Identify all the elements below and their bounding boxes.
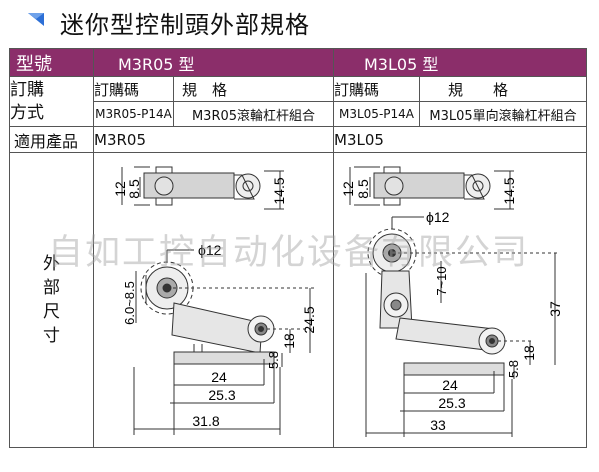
dimension-char-4: 寸 [43,326,60,346]
right-dimension-drawing: 12 8.5 14.5 ϕ12 7~10 37 18 5.8 24 25.3 3… [340,166,563,437]
order-method-line1: 訂購 [10,79,45,100]
dim-25-3: 25.3 [208,387,235,403]
left-order-code-header: 訂購碼 [93,76,174,102]
left-spec-value: M3R05滾輪杠杆組合 [173,101,334,127]
dim-37: 37 [547,301,563,317]
dimension-char-1: 外 [43,254,60,274]
left-order-code: M3R05-P14A [93,101,174,127]
right-order-code: M3L05-P14A [333,101,420,127]
dim-5-8: 5.8 [506,360,521,378]
right-order-code-header: 訂購碼 [333,76,420,102]
left-applicable: M3R05 [93,126,334,153]
order-method-line2: 方式 [10,102,45,123]
dimension-char-3: 尺 [43,302,60,322]
order-method-label: 訂購 方式 [9,76,94,127]
table-header-row: 型號 M3R05 型 M3L05 型 [9,48,588,77]
dim-18: 18 [281,333,297,349]
dim-24: 24 [442,377,458,393]
dim-8-5: 8.5 [126,179,142,199]
page-title: 迷你型控制頭外部規格 [60,11,310,39]
dim-25-3: 25.3 [438,395,465,411]
dim-5-8: 5.8 [266,351,281,369]
right-model-header: M3L05 型 [332,48,588,77]
dim-phi12: ϕ12 [426,209,450,225]
right-spec-value: M3L05單向滾輪杠杆組合 [418,101,588,127]
order-value-row: M3R05-P14A M3R05滾輪杠杆組合 M3L05-P14A M3L05單… [10,101,588,127]
applicable-row: 適用產品 M3R05 M3L05 [9,126,588,153]
page-header: 迷你型控制頭外部規格 [0,0,599,44]
dimension-label: 外 部 尺 寸 [9,152,94,448]
dim-8-5: 8.5 [355,179,371,199]
order-header-row: 訂購 方式 訂購碼 規 格 訂購碼 規 格 [9,76,588,127]
right-spec-header: 規 格 [418,76,588,102]
left-drawing-cell: 12 8.5 14.5 ϕ12 6.0~8.5 24.5 18 5.8 24 2… [93,152,334,448]
dim-phi12: ϕ12 [198,242,222,258]
left-model-header: M3R05 型 [93,48,334,77]
dim-31-8: 31.8 [192,413,219,429]
right-drawing-cell: 12 8.5 14.5 ϕ12 7~10 37 18 5.8 24 25.3 3… [332,152,588,448]
dim-14-5: 14.5 [271,177,287,204]
dim-12: 12 [340,181,356,197]
dim-range: 6.0~8.5 [122,281,137,325]
dim-18: 18 [521,345,537,361]
dim-24: 24 [211,369,227,385]
dim-14-5: 14.5 [501,177,517,204]
dim-12: 12 [112,181,128,197]
applicable-label: 適用產品 [9,126,94,153]
dimension-row: 外 部 尺 寸 [9,152,588,448]
dim-24-5: 24.5 [301,306,317,333]
dim-33: 33 [430,417,446,433]
spec-table: 型號 M3R05 型 M3L05 型 訂購 方式 訂購碼 規 格 訂購碼 規 格… [9,48,588,448]
right-applicable: M3L05 [332,126,588,153]
dimension-char-2: 部 [43,278,60,298]
left-dimension-drawing: 12 8.5 14.5 ϕ12 6.0~8.5 24.5 18 5.8 24 2… [112,166,317,435]
type-header: 型號 [9,48,94,77]
left-spec-header: 規 格 [173,76,334,102]
dim-range: 7~10 [434,266,449,295]
triangle-marker-icon [28,13,44,26]
